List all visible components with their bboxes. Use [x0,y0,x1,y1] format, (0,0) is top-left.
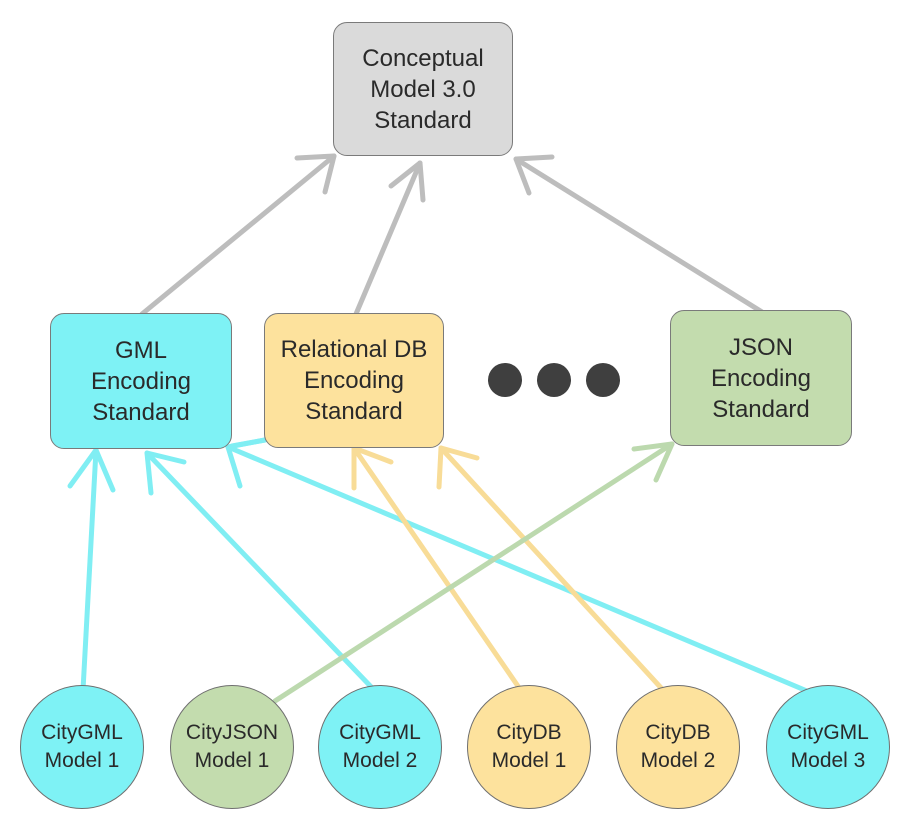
citygml-model-1-label: CityGML Model 1 [41,721,123,772]
citygml-model-1-node: CityGML Model 1 [20,685,144,809]
citydb-model-1-node: CityDB Model 1 [467,685,591,809]
arrow-cityjson1-to-json [272,441,675,704]
arrow-json-to-conceptual [513,156,765,315]
citygml-model-3-node: CityGML Model 3 [766,685,890,809]
arrow-rdb-to-conceptual [353,160,423,317]
citygml-model-3-label: CityGML Model 3 [787,721,869,772]
citydb-model-2-node: CityDB Model 2 [616,685,740,809]
arrowhead-json-to-conceptual [513,154,555,196]
json-encoding-label: JSON Encoding Standard [710,333,812,423]
arrow-citydb1-to-rdb [351,445,525,695]
relational-db-encoding-label: Relational DB Encoding Standard [280,336,428,425]
conceptual-model-box: Conceptual Model 3.0 Standard [333,22,513,156]
connector-rdb-edge [229,437,268,449]
citydb-model-1-label: CityDB Model 1 [491,721,567,772]
arrowhead-citygml2-to-gml [144,450,187,496]
gml-encoding-label: GML Encoding Standard [90,336,192,426]
arrowhead-rdb-to-conceptual [388,160,426,203]
arrowhead-citydb2-to-rdb [436,445,480,490]
arrow-gml-to-conceptual [139,153,337,317]
arrow-citydb2-to-rdb [438,445,666,693]
citygml-model-2-node: CityGML Model 2 [318,685,442,809]
arrow-citygml3-to-gml [225,444,810,694]
ellipsis-dot-1 [488,363,522,397]
citydb-model-2-label: CityDB Model 2 [640,721,716,772]
conceptual-model-label: Conceptual Model 3.0 Standard [362,44,484,134]
ellipsis-dot-3 [586,363,620,397]
cityjson-model-1-node: CityJSON Model 1 [170,685,294,809]
citygml-model-2-label: CityGML Model 2 [339,721,421,772]
arrowhead-cityjson1-to-json [631,441,675,483]
arrowhead-citydb1-to-rdb [351,445,394,491]
arrowhead-citygml1-to-gml [67,447,116,493]
gml-encoding-box: GML Encoding Standard [50,313,232,449]
arrow-citygml2-to-gml [144,450,380,696]
arrowhead-gml-to-conceptual [294,153,337,195]
relational-db-encoding-box: Relational DB Encoding Standard [264,313,444,448]
json-encoding-box: JSON Encoding Standard [670,310,852,446]
arrow-citygml1-to-gml [80,447,99,693]
ellipsis-dot-2 [537,363,571,397]
cityjson-model-1-label: CityJSON Model 1 [185,721,279,772]
